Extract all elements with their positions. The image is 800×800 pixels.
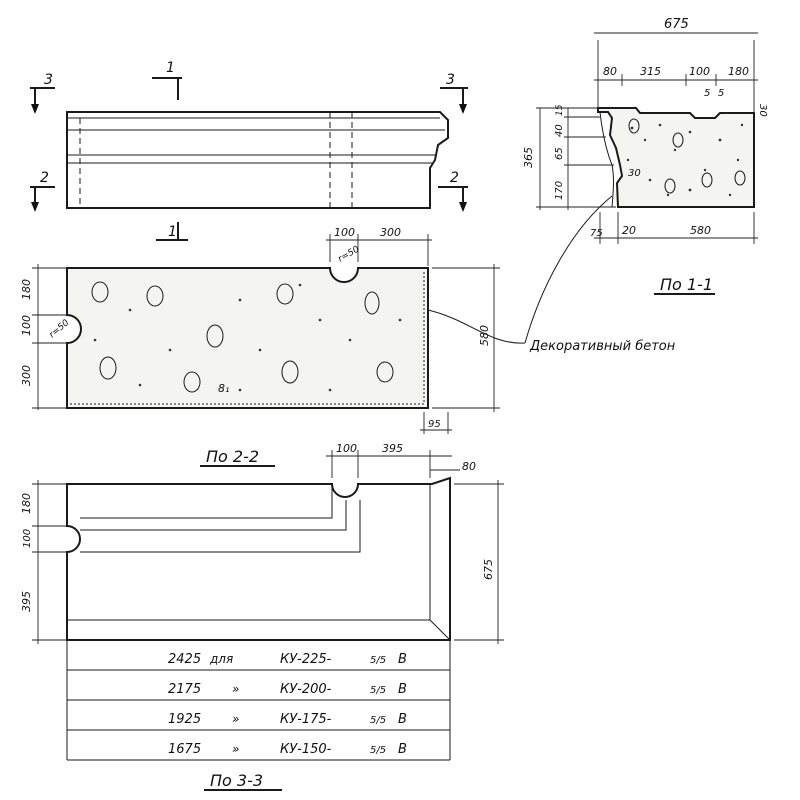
concrete-hatch xyxy=(91,281,402,393)
inner-line xyxy=(80,500,347,531)
inner-line xyxy=(429,619,451,641)
row-length: 2175 xyxy=(168,682,201,697)
inner-line xyxy=(80,500,361,553)
dim-180: 180 xyxy=(728,65,749,78)
dim-100: 100 xyxy=(336,442,357,455)
row-frac: 5/5 xyxy=(370,745,386,756)
dim-95: 95 xyxy=(428,419,441,430)
table-row: 2425 для КУ-225- 5/5 В xyxy=(168,652,407,667)
section-mark-label: 1 xyxy=(166,60,175,76)
section-mark-3-left: 3 xyxy=(30,72,55,114)
dim-65: 65 xyxy=(554,147,565,160)
dim-80: 80 xyxy=(462,460,476,473)
section-3-3-outline xyxy=(66,476,451,641)
row-length: 1925 xyxy=(168,712,201,727)
dim-100: 100 xyxy=(334,226,355,239)
row-mark: КУ-150- xyxy=(280,742,332,757)
decorative-layer xyxy=(70,272,425,405)
table-row: 2175 » КУ-200- 5/5 В xyxy=(168,682,407,697)
section-mark-label: 3 xyxy=(44,72,53,88)
dim-40: 40 xyxy=(554,124,565,137)
dim-315: 315 xyxy=(640,65,661,78)
inner-line xyxy=(80,484,333,519)
dim-left-100: 100 xyxy=(22,529,33,548)
row-frac: 5/5 xyxy=(370,715,386,726)
row-suffix: В xyxy=(398,742,407,757)
section-3-3: 100 395 80 180 100 395 675 xyxy=(20,442,504,644)
dim-365: 365 xyxy=(522,147,535,168)
dim-left-180: 180 xyxy=(20,493,33,514)
dim-75: 75 xyxy=(590,228,603,239)
row-sep: » xyxy=(232,682,239,696)
dim-80: 80 xyxy=(603,65,617,78)
elevation-outline xyxy=(66,111,449,209)
table-row: 1925 » КУ-175- 5/5 В xyxy=(168,712,407,727)
row-sep: для xyxy=(209,652,233,666)
callout-label: Декоративный бетон xyxy=(529,339,676,354)
section-mark-label: 2 xyxy=(40,170,49,186)
row-mark: КУ-200- xyxy=(280,682,332,697)
section-mark-label: 1 xyxy=(168,224,177,240)
row-sep: » xyxy=(232,742,239,756)
section-2-2-title: По 2-2 xyxy=(206,447,259,466)
row-sep: » xyxy=(232,712,239,726)
row-mark: КУ-175- xyxy=(280,712,332,727)
concrete-hatch xyxy=(626,118,746,197)
dim-170: 170 xyxy=(554,181,565,200)
section-3-3-title: По 3-3 xyxy=(210,771,263,790)
dim-5a: 5 xyxy=(704,88,710,99)
dim-left-100: 100 xyxy=(20,315,33,336)
section-1-1: 675 80 315 100 180 5 5 30 365 15 40 65 1… xyxy=(522,17,768,295)
row-length: 1675 xyxy=(168,742,201,757)
row-frac: 5/5 xyxy=(370,685,386,696)
section-mark-2-right: 2 xyxy=(438,170,468,212)
leader-line xyxy=(427,309,526,344)
dim-15: 15 xyxy=(555,104,565,116)
dim-5b: 5 xyxy=(718,88,724,99)
section-mark-2-left: 2 xyxy=(30,170,55,212)
dim-right-580: 580 xyxy=(478,325,491,346)
dim-left-395: 395 xyxy=(20,591,33,612)
section-mark-1-top: 1 xyxy=(152,60,182,100)
row-length: 2425 xyxy=(168,652,201,667)
row-suffix: В xyxy=(398,712,407,727)
decorative-concrete-callout: Декоративный бетон xyxy=(427,195,676,354)
cross-section-outline xyxy=(597,107,755,208)
table-row: 1675 » КУ-150- 5/5 В xyxy=(168,742,407,757)
bolt-label: 8₁ xyxy=(218,382,229,395)
section-mark-label: 3 xyxy=(446,72,455,88)
row-suffix: В xyxy=(398,652,407,667)
dim-30-inner: 30 xyxy=(628,168,641,179)
dim-580: 580 xyxy=(690,224,711,237)
row-mark: КУ-225- xyxy=(280,652,332,667)
dim-left-300: 300 xyxy=(20,365,33,386)
row-frac: 5/5 xyxy=(370,655,386,666)
dim-20: 20 xyxy=(622,224,636,237)
plan-outline xyxy=(66,267,429,409)
dim-left-180: 180 xyxy=(20,279,33,300)
dim-r50-left: r=50 xyxy=(48,318,72,340)
leader-line xyxy=(524,195,613,344)
elevation-view: 3 3 1 1 2 xyxy=(30,60,468,241)
dim-395: 395 xyxy=(382,442,403,455)
dim-300: 300 xyxy=(380,226,401,239)
section-mark-3-right: 3 xyxy=(440,72,468,114)
dim-100: 100 xyxy=(689,65,710,78)
dim-30-right: 30 xyxy=(757,104,768,117)
section-mark-1-bottom: 1 xyxy=(156,222,188,241)
section-1-1-title: По 1-1 xyxy=(660,275,713,294)
section-mark-label: 2 xyxy=(450,170,459,186)
dim-total-width: 675 xyxy=(664,17,689,32)
section-2-2: 100 300 r=50 180 100 300 r=50 580 95 8₁ … xyxy=(20,226,500,467)
dim-right-675: 675 xyxy=(482,559,495,580)
length-table: 2425 для КУ-225- 5/5 В 2175 » КУ-200- 5/… xyxy=(66,640,451,791)
row-suffix: В xyxy=(398,682,407,697)
